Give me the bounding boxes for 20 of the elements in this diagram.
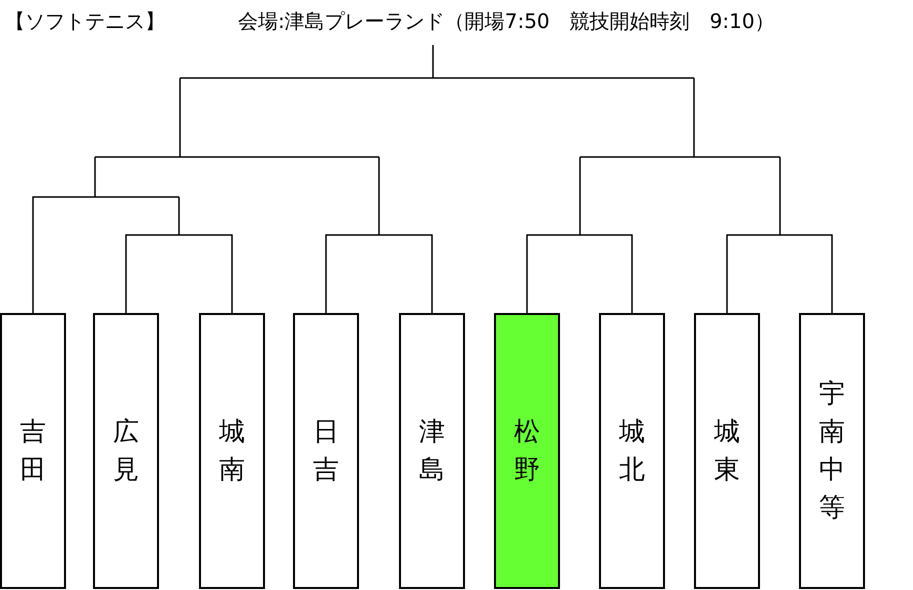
team-name: 城東 [714, 416, 740, 487]
team-box [799, 313, 865, 589]
team-name: 津島 [418, 416, 446, 487]
team-box [93, 313, 159, 589]
team-name: 城北 [618, 416, 646, 487]
team-box [599, 313, 665, 589]
team-box [0, 313, 66, 589]
team-name: 広見 [112, 416, 140, 487]
team-box [199, 313, 265, 589]
team-name: 松野 [514, 416, 540, 487]
team-box [694, 313, 760, 589]
team-name: 宇南中等 [818, 378, 846, 525]
team-box [293, 313, 359, 589]
venue-note: 会場:津島プレーランド（開場7:50 競技開始時刻 9:10） [238, 8, 775, 35]
title: 【ソフトテニス】 [5, 8, 165, 35]
team-box [399, 313, 465, 589]
team-name: 吉田 [20, 416, 46, 487]
team-box [494, 313, 560, 589]
team-name: 日吉 [312, 416, 340, 487]
team-name: 城南 [218, 416, 246, 487]
